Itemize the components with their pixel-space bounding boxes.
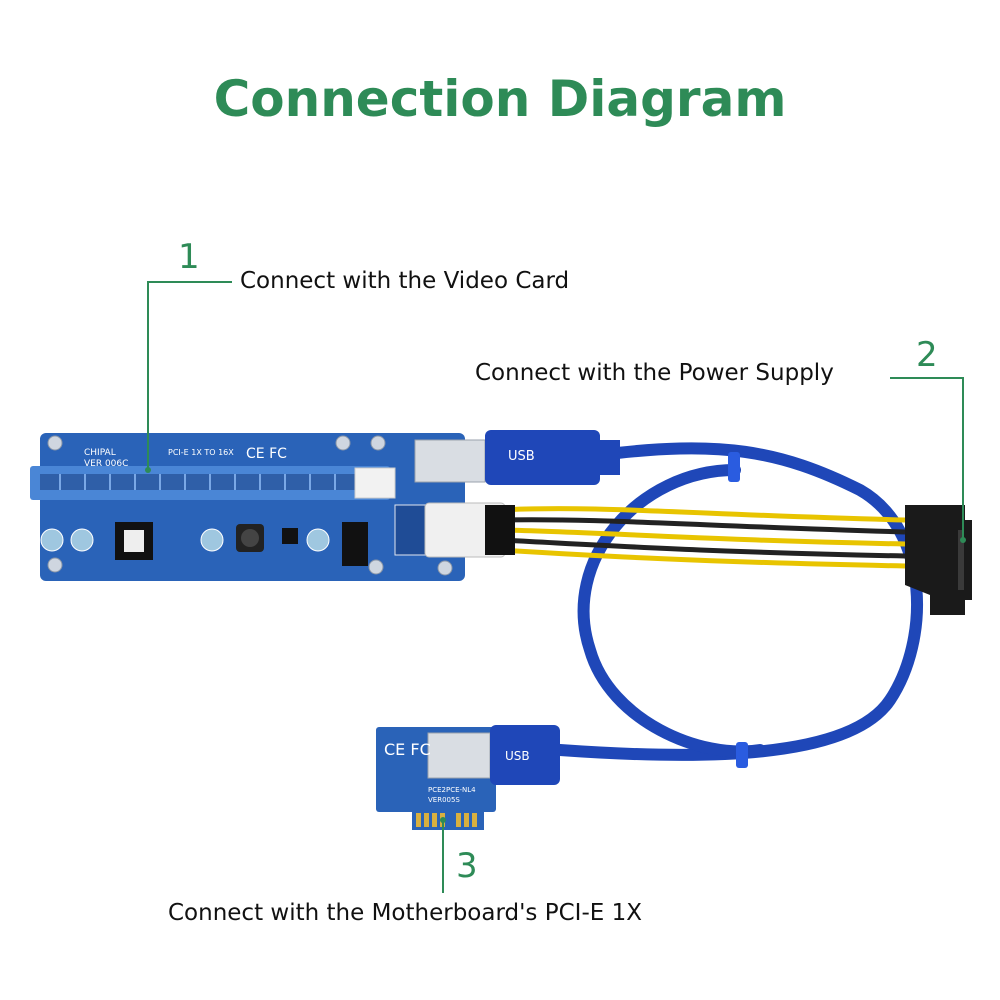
sata-connector: [905, 505, 972, 615]
callout-2-leader: [890, 377, 964, 540]
callout-2-number: 2: [916, 335, 938, 375]
usb-port-adapter: [427, 732, 491, 779]
callout-3-label: Connect with the Motherboard's PCI-E 1X: [168, 900, 642, 926]
power-wires: [499, 506, 906, 569]
slot-latch: [354, 467, 396, 499]
adapter-version: VER005S: [428, 796, 460, 804]
silk-model: PCI-E 1X TO 16X: [168, 448, 234, 457]
capacitor: [40, 528, 64, 552]
usb-port-main: [414, 439, 486, 483]
callout-1-label: Connect with the Video Card: [240, 268, 570, 294]
capacitor: [200, 528, 224, 552]
capacitor: [306, 528, 330, 552]
callout-1-leader: [147, 281, 232, 470]
adapter-model: PCE2PCE-NL4: [428, 786, 476, 794]
cable-tie: [736, 742, 748, 768]
adapter-cert: CE FC: [384, 740, 431, 759]
callout-2-label: Connect with the Power Supply: [475, 360, 834, 386]
silk-cert: CE FC: [246, 446, 287, 462]
diagram-title: Connection Diagram: [213, 70, 787, 128]
pcie-x1-adapter: [376, 725, 560, 830]
capacitor: [70, 528, 94, 552]
cable-tie: [728, 452, 740, 482]
usb-logo: USB: [508, 449, 535, 464]
callout-3-number: 3: [456, 846, 478, 886]
usb-cable-loop: [577, 464, 766, 758]
silk-brand: CHIPAL: [84, 448, 116, 458]
adapter-usb-logo: USB: [505, 749, 530, 763]
silk-version: VER 006C: [84, 459, 128, 469]
usb-cable: [554, 442, 923, 761]
callout-1-number: 1: [178, 237, 200, 277]
